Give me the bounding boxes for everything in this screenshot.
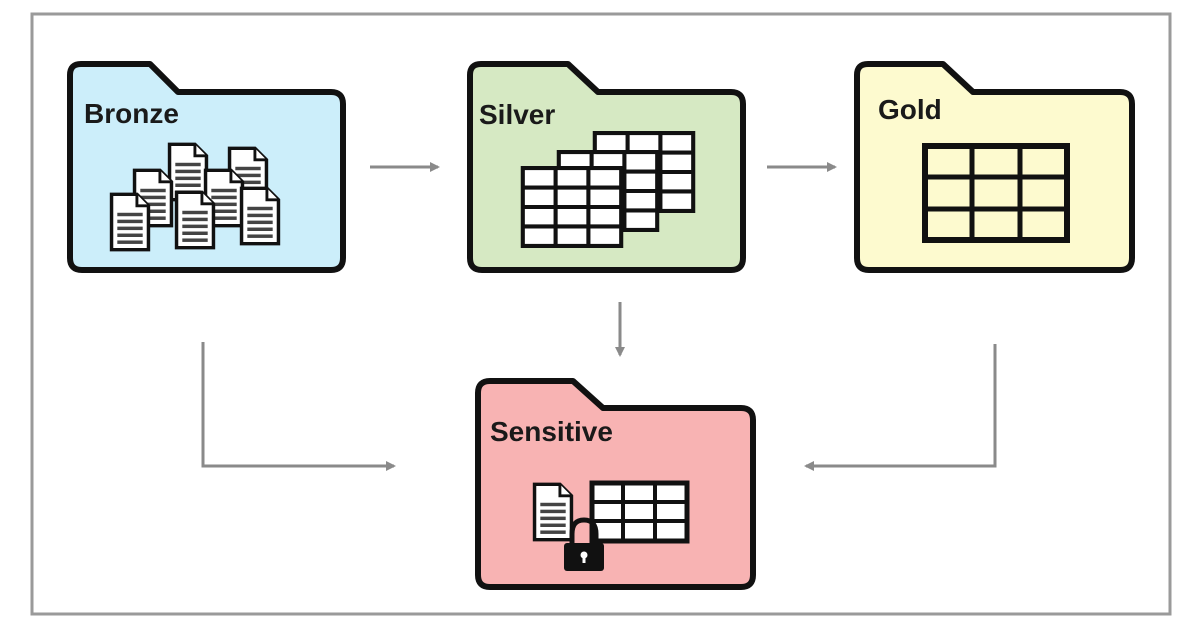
- folder-gold: Gold: [854, 61, 1135, 273]
- folder-silver-label: Silver: [479, 99, 555, 130]
- locked-data-icon: [532, 480, 690, 571]
- folder-bronze-label: Bronze: [84, 98, 179, 129]
- arrow-bronze-to-sensitive: [201, 342, 396, 471]
- lock-icon: [564, 517, 604, 571]
- table-icon: [922, 143, 1070, 243]
- folder-bronze: Bronze: [67, 61, 346, 273]
- folder-sensitive-label: Sensitive: [490, 416, 613, 447]
- folder-gold-label: Gold: [878, 94, 942, 125]
- folder-sensitive: Sensitive: [475, 378, 756, 590]
- arrows: [201, 162, 997, 471]
- table-icon: [589, 480, 690, 544]
- arrow-gold-to-sensitive: [804, 344, 997, 471]
- folder-silver: Silver: [467, 61, 746, 273]
